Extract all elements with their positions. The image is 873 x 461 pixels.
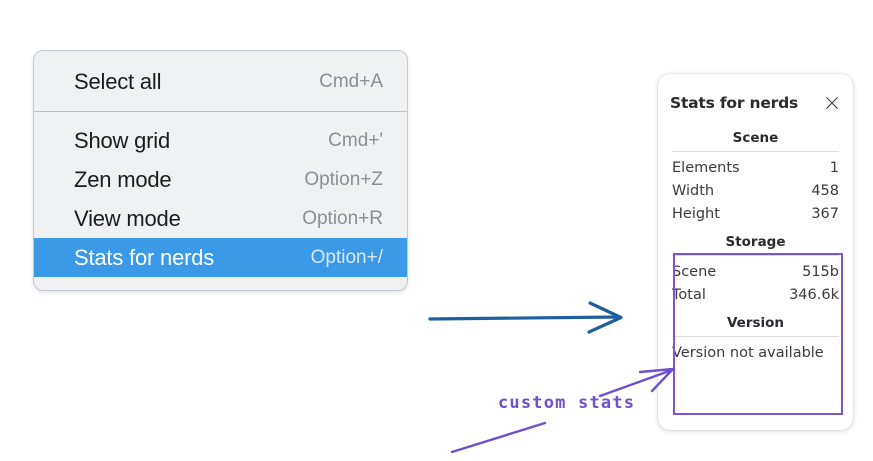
stat-label: Total bbox=[672, 286, 706, 303]
stat-row-storage-total: Total 346.6k bbox=[670, 283, 841, 306]
purple-underline-stroke bbox=[450, 421, 547, 454]
stats-for-nerds-panel: Stats for nerds Scene Elements 1 Width 4… bbox=[658, 74, 853, 430]
section-divider bbox=[672, 255, 839, 256]
menu-item-label: View mode bbox=[74, 205, 181, 231]
stat-row-height: Height 367 bbox=[670, 202, 841, 225]
section-divider bbox=[672, 151, 839, 152]
section-divider bbox=[672, 336, 839, 337]
version-not-available-text: Version not available bbox=[672, 345, 824, 361]
stat-row-elements: Elements 1 bbox=[670, 156, 841, 179]
section-heading-version: Version bbox=[726, 315, 785, 331]
menu-item-shortcut: Option+Z bbox=[304, 168, 383, 190]
canvas-context-menu[interactable]: Select all Cmd+A Show grid Cmd+' Zen mod… bbox=[33, 50, 408, 291]
menu-item-show-grid[interactable]: Show grid Cmd+' bbox=[34, 121, 407, 160]
stat-label: Height bbox=[672, 205, 720, 222]
custom-stats-annotation-label: custom stats bbox=[498, 393, 636, 413]
menu-item-shortcut: Option+/ bbox=[310, 246, 383, 268]
menu-item-shortcut: Option+R bbox=[302, 207, 383, 229]
menu-group-view: Show grid Cmd+' Zen mode Option+Z View m… bbox=[34, 112, 407, 290]
stat-value: 1 bbox=[829, 159, 839, 176]
menu-item-stats-for-nerds[interactable]: Stats for nerds Option+/ bbox=[34, 238, 407, 277]
stat-label: Elements bbox=[672, 159, 740, 176]
stat-value: 367 bbox=[811, 205, 839, 222]
section-heading-storage: Storage bbox=[725, 234, 786, 250]
menu-item-view-mode[interactable]: View mode Option+R bbox=[34, 199, 407, 238]
menu-item-label: Zen mode bbox=[74, 166, 172, 192]
stat-label: Scene bbox=[672, 263, 717, 280]
menu-item-shortcut: Cmd+A bbox=[319, 70, 383, 92]
menu-item-label: Select all bbox=[74, 68, 162, 94]
menu-group-selection: Select all Cmd+A bbox=[34, 51, 407, 112]
menu-item-shortcut: Cmd+' bbox=[328, 129, 383, 151]
section-heading-scene: Scene bbox=[732, 130, 779, 146]
stats-panel-title: Stats for nerds bbox=[670, 94, 799, 112]
stats-panel-header: Stats for nerds bbox=[670, 74, 841, 124]
blue-pointer-arrow bbox=[428, 301, 623, 334]
stat-value: 458 bbox=[811, 182, 839, 199]
menu-item-zen-mode[interactable]: Zen mode Option+Z bbox=[34, 160, 407, 199]
stat-value: 346.6k bbox=[789, 286, 839, 303]
menu-item-label: Stats for nerds bbox=[74, 244, 215, 270]
stat-row-storage-scene: Scene 515b bbox=[670, 260, 841, 283]
menu-item-label: Show grid bbox=[74, 127, 171, 153]
menu-item-select-all[interactable]: Select all Cmd+A bbox=[34, 62, 407, 101]
stat-value: 515b bbox=[802, 263, 839, 280]
stat-label: Width bbox=[672, 182, 715, 199]
stat-row-width: Width 458 bbox=[670, 179, 841, 202]
close-icon[interactable] bbox=[823, 94, 841, 112]
